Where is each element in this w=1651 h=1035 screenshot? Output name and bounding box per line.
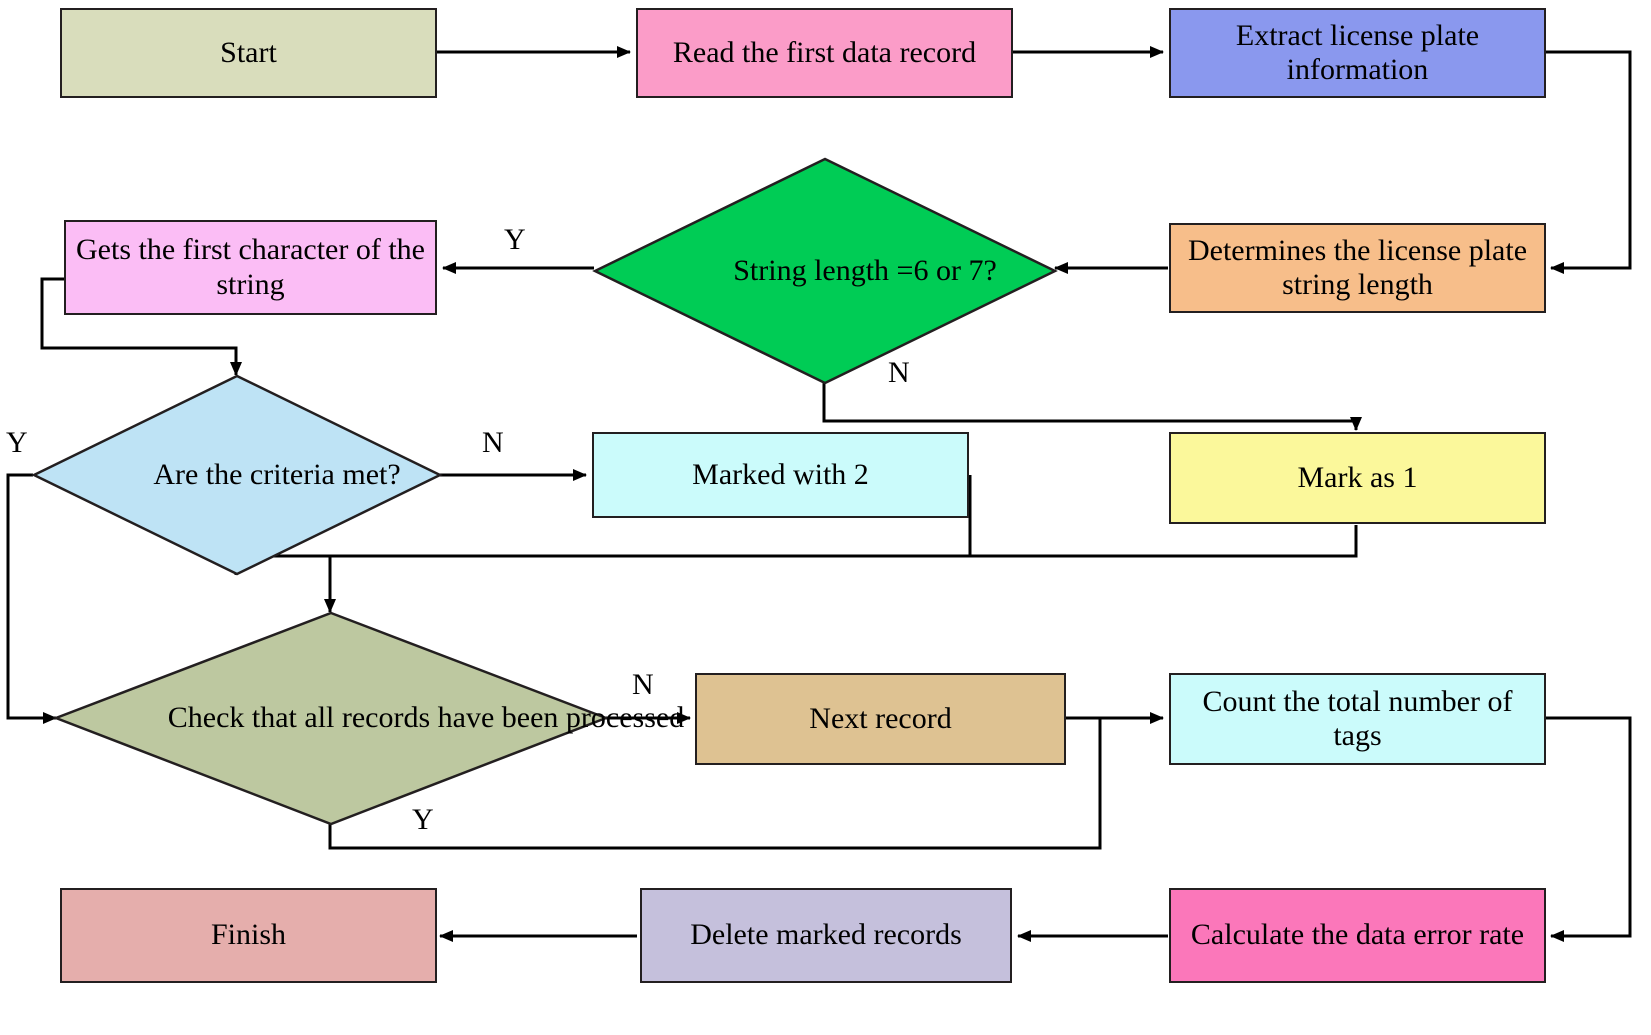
node-finish[interactable]: Finish <box>60 888 437 983</box>
node-count-tags[interactable]: Count the total number of tags <box>1169 673 1546 765</box>
edge-alldone-yes <box>328 718 1102 850</box>
node-finish-label: Finish <box>210 918 287 952</box>
node-start[interactable]: Start <box>60 8 437 98</box>
node-mark-as-1[interactable]: Mark as 1 <box>1169 432 1546 524</box>
node-start-label: Start <box>220 35 277 69</box>
node-string-length-check[interactable]: String length =6 or 7? <box>592 157 1058 385</box>
edge-label-alldone-yes: Y <box>412 803 434 836</box>
criteria-diamond-shape <box>31 374 443 576</box>
node-get-first-char-label: Gets the first character of the string <box>76 233 425 301</box>
edge-lencheck-no <box>822 383 1362 431</box>
node-delete-marked[interactable]: Delete marked records <box>640 888 1012 983</box>
node-read-record[interactable]: Read the first data record <box>636 8 1013 98</box>
edge-label-alldone-no: N <box>632 668 654 701</box>
node-count-tags-label: Count the total number of tags <box>1202 684 1513 753</box>
node-extract-plate[interactable]: Extract license plate information <box>1169 8 1546 98</box>
edge-criteria-yes <box>6 473 57 724</box>
edge-label-criteria-no: N <box>482 426 504 459</box>
node-next-record[interactable]: Next record <box>695 673 1066 765</box>
edge-mark1-to-bus <box>970 525 1358 558</box>
all-records-diamond-shape <box>52 611 610 826</box>
edge-label-criteria-yes: Y <box>6 426 28 459</box>
node-extract-plate-label: Extract license plate information <box>1235 18 1480 87</box>
node-marked-with-2[interactable]: Marked with 2 <box>592 432 969 518</box>
node-get-first-char[interactable]: Gets the first character of the string <box>64 220 437 315</box>
edge-getfirst-to-criteria <box>40 277 242 376</box>
string-length-diamond-shape <box>592 157 1058 385</box>
edge-label-lencheck-no: N <box>888 356 910 389</box>
edge-count-to-errorrate <box>1546 716 1632 942</box>
edge-label-lencheck-yes: Y <box>504 223 526 256</box>
node-criteria-check[interactable]: Are the criteria met? <box>31 374 443 576</box>
node-all-records-check[interactable]: Check that all records have been process… <box>52 611 684 826</box>
node-delete-marked-label: Delete marked records <box>690 918 962 952</box>
edge-extract-to-determine <box>1546 50 1632 274</box>
node-marked-with-2-label: Marked with 2 <box>692 457 869 491</box>
node-determine-length-label: Determines the license plate string leng… <box>1187 233 1528 302</box>
node-error-rate-label: Calculate the data error rate <box>1190 918 1525 952</box>
node-mark-as-1-label: Mark as 1 <box>1297 460 1418 494</box>
node-error-rate[interactable]: Calculate the data error rate <box>1169 888 1546 983</box>
node-determine-length[interactable]: Determines the license plate string leng… <box>1169 223 1546 313</box>
node-read-record-label: Read the first data record <box>672 35 977 69</box>
node-next-record-label: Next record <box>809 701 952 735</box>
